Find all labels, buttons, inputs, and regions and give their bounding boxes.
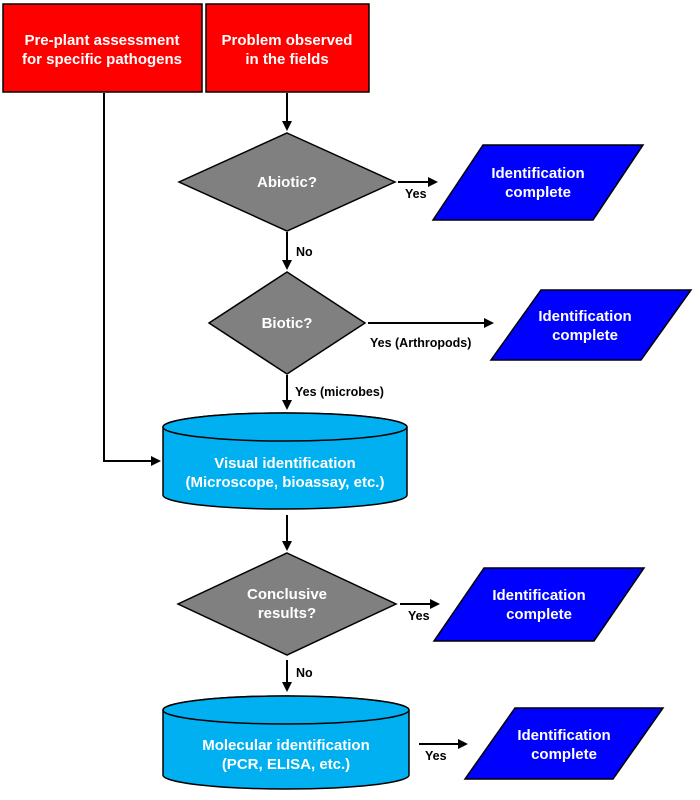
id1-label-1: Identification [491, 165, 584, 182]
id4-label-2: complete [531, 746, 597, 763]
abiotic-diamond [177, 132, 397, 232]
conclusive-label-2: results? [258, 605, 316, 622]
preplant-label-2: for specific pathogens [22, 51, 182, 68]
arrowhead-biotic-microbes [282, 400, 292, 410]
id2-label-1: Identification [538, 308, 631, 325]
preplant-box [2, 3, 203, 93]
visual-cylinder [162, 412, 408, 510]
arrowhead-problem-abiotic [282, 121, 292, 131]
arrowhead-conclusive-yes [430, 599, 440, 609]
conclusive-label-1: Conclusive [247, 586, 327, 603]
edge-label-abiotic-yes: Yes [405, 187, 427, 201]
arrowhead-conclusive-no [282, 682, 292, 692]
biotic-diamond [207, 271, 367, 375]
arrowhead-biotic-arthropods [484, 318, 494, 328]
edge-label-molecular-yes: Yes [425, 749, 447, 763]
biotic-label: Biotic? [262, 315, 313, 332]
id2-label-2: complete [552, 327, 618, 344]
edge-label-conclusive-no: No [296, 666, 313, 680]
conclusive-diamond [176, 552, 398, 656]
id1-label-2: complete [505, 184, 571, 201]
arrowhead-molecular-yes [458, 739, 468, 749]
visual-label-2: (Microscope, bioassay, etc.) [186, 474, 385, 491]
id1-parallelogram [431, 144, 645, 221]
problem-box [205, 3, 370, 93]
edge-label-conclusive-yes: Yes [408, 609, 430, 623]
arrowhead-abiotic-no [282, 260, 292, 270]
problem-label-2: in the fields [245, 51, 328, 68]
abiotic-label: Abiotic? [257, 174, 317, 191]
problem-label-1: Problem observed [222, 32, 353, 49]
molecular-cylinder [162, 695, 410, 790]
arrowhead-preplant-visual [151, 456, 161, 466]
arrow-preplant-visual [103, 93, 153, 462]
visual-label-1: Visual identification [214, 455, 355, 472]
id3-label-2: complete [506, 606, 572, 623]
preplant-label-1: Pre-plant assessment [24, 32, 179, 49]
id3-label-1: Identification [492, 587, 585, 604]
edge-label-biotic-microbes: Yes (microbes) [295, 385, 384, 399]
edge-label-abiotic-no: No [296, 245, 313, 259]
molecular-label-1: Molecular identification [202, 737, 370, 754]
id4-label-1: Identification [517, 727, 610, 744]
id4-parallelogram [463, 707, 665, 780]
id3-parallelogram [432, 567, 646, 642]
id2-parallelogram [489, 289, 693, 361]
arrowhead-visual-conclusive [282, 541, 292, 551]
molecular-label-2: (PCR, ELISA, etc.) [222, 756, 350, 773]
arrowhead-abiotic-yes [428, 177, 438, 187]
edge-label-biotic-arthropods: Yes (Arthropods) [370, 336, 471, 350]
